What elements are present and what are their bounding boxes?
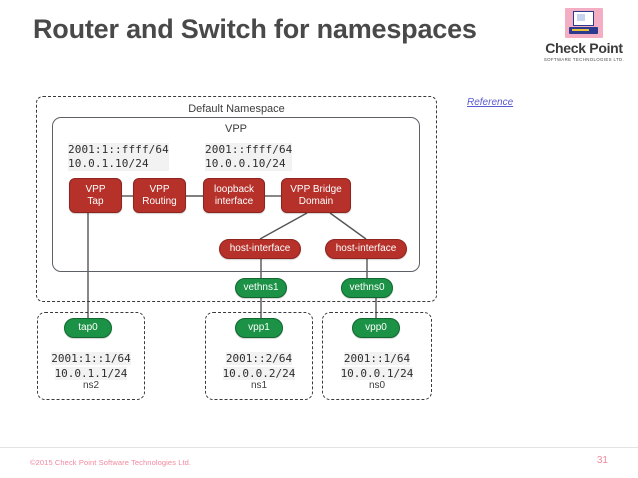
node-vpp-tap-line2: Tap	[87, 195, 104, 207]
ns0-ipv6: 2001::1/64	[343, 352, 411, 365]
ns0-ipv4: 10.0.0.1/24	[340, 367, 414, 380]
default-namespace-container: Default Namespace	[36, 96, 437, 302]
node-vethns0[interactable]: vethns0	[341, 278, 393, 298]
footer-page-number: 31	[596, 455, 608, 466]
node-bridge-line1: VPP Bridge	[290, 183, 342, 195]
check-point-computer-icon	[565, 8, 603, 38]
default-namespace-title: Default Namespace	[188, 103, 285, 115]
node-vpp1[interactable]: vpp1	[235, 318, 283, 338]
node-vpp-routing-line2: Routing	[142, 195, 177, 207]
ns1-ipv4: 10.0.0.2/24	[222, 367, 296, 380]
keyboard-base-icon	[569, 27, 598, 34]
footer-copyright: ©2015 Check Point Software Technologies …	[30, 458, 192, 467]
ns1-ipv6: 2001::2/64	[225, 352, 293, 365]
reference-link[interactable]: Reference	[467, 97, 514, 108]
vpp-title: VPP	[224, 123, 247, 135]
node-vpp-routing-line1: VPP	[149, 183, 170, 195]
ns0-label: ns0	[368, 380, 386, 391]
node-tap0[interactable]: tap0	[64, 318, 112, 338]
vpp-address-left-ipv4: 10.0.1.10/24	[68, 157, 149, 170]
node-host-interface-2[interactable]: host-interface	[325, 239, 407, 259]
monitor-screen-icon	[573, 11, 594, 26]
vpp-address-left-ipv6: 2001:1::ffff/64	[68, 143, 169, 156]
vpp-address-right-ipv6: 2001::ffff/64	[205, 143, 293, 156]
node-bridge-line2: Domain	[298, 195, 334, 207]
logo-tagline: SOFTWARE TECHNOLOGIES LTD.	[543, 57, 625, 62]
node-vpp-tap-line1: VPP	[85, 183, 106, 195]
vpp-address-right-ipv4: 10.0.0.10/24	[205, 157, 286, 170]
ns2-ipv4: 10.0.1.1/24	[54, 367, 128, 380]
node-vpp-routing[interactable]: VPP Routing	[133, 178, 186, 213]
node-loopback-line1: loopback	[213, 183, 255, 195]
node-vpp-bridge-domain[interactable]: VPP Bridge Domain	[281, 178, 351, 213]
node-loopback-line2: interface	[214, 195, 254, 207]
node-vpp0[interactable]: vpp0	[352, 318, 400, 338]
logo-brand-name: Check Point	[545, 40, 623, 56]
node-loopback-interface[interactable]: loopback interface	[203, 178, 265, 213]
node-vethns1[interactable]: vethns1	[235, 278, 287, 298]
node-vpp-tap[interactable]: VPP Tap	[69, 178, 122, 213]
footer-divider	[0, 447, 638, 448]
ns1-label: ns1	[250, 380, 268, 391]
ns2-ipv6: 2001:1::1/64	[51, 352, 131, 365]
node-host-interface-1[interactable]: host-interface	[219, 239, 301, 259]
page-title: Router and Switch for namespaces	[33, 14, 477, 44]
vpp-container: VPP	[52, 117, 420, 272]
check-point-logo: Check Point SOFTWARE TECHNOLOGIES LTD.	[538, 8, 630, 62]
ns2-label: ns2	[82, 380, 100, 391]
